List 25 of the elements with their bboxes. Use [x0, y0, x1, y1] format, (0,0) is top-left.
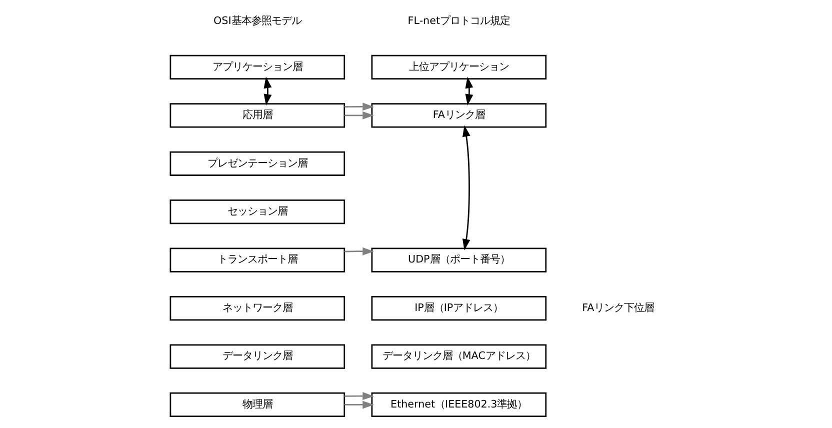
arrow: [462, 125, 470, 250]
arrow: [344, 400, 374, 409]
arrow: [344, 392, 374, 400]
label: FL-netプロトコル規定: [407, 14, 510, 27]
node-box: Ethernet（IEEE802.3準拠）: [370, 392, 546, 418]
node-box: トランスポート層: [169, 248, 345, 272]
arrow: [344, 247, 374, 256]
node-box: プレゼンテーション層: [169, 151, 345, 176]
node-box: IP層（IPアドレス）: [370, 296, 546, 321]
node-box: データリンク層: [169, 344, 345, 369]
node-box: 物理層: [169, 392, 345, 418]
node-box: 上位アプリケーション: [370, 54, 546, 80]
arrow: [344, 102, 374, 111]
node-box: 応用層: [169, 103, 345, 128]
node-box: アプリケーション層: [169, 54, 345, 80]
node-box: FAリンク層: [370, 103, 546, 128]
arrow: [464, 76, 473, 106]
node-box: ネットワーク層: [169, 296, 345, 321]
arrow: [263, 76, 272, 106]
arrow: [344, 111, 374, 120]
label: OSI基本参照モデル: [213, 14, 301, 27]
label: FAリンク下位層: [582, 302, 654, 314]
node-box: セッション層: [169, 200, 345, 224]
node-box: データリンク層（MACアドレス）: [370, 344, 546, 369]
node-box: UDP層（ポート番号）: [370, 248, 546, 272]
